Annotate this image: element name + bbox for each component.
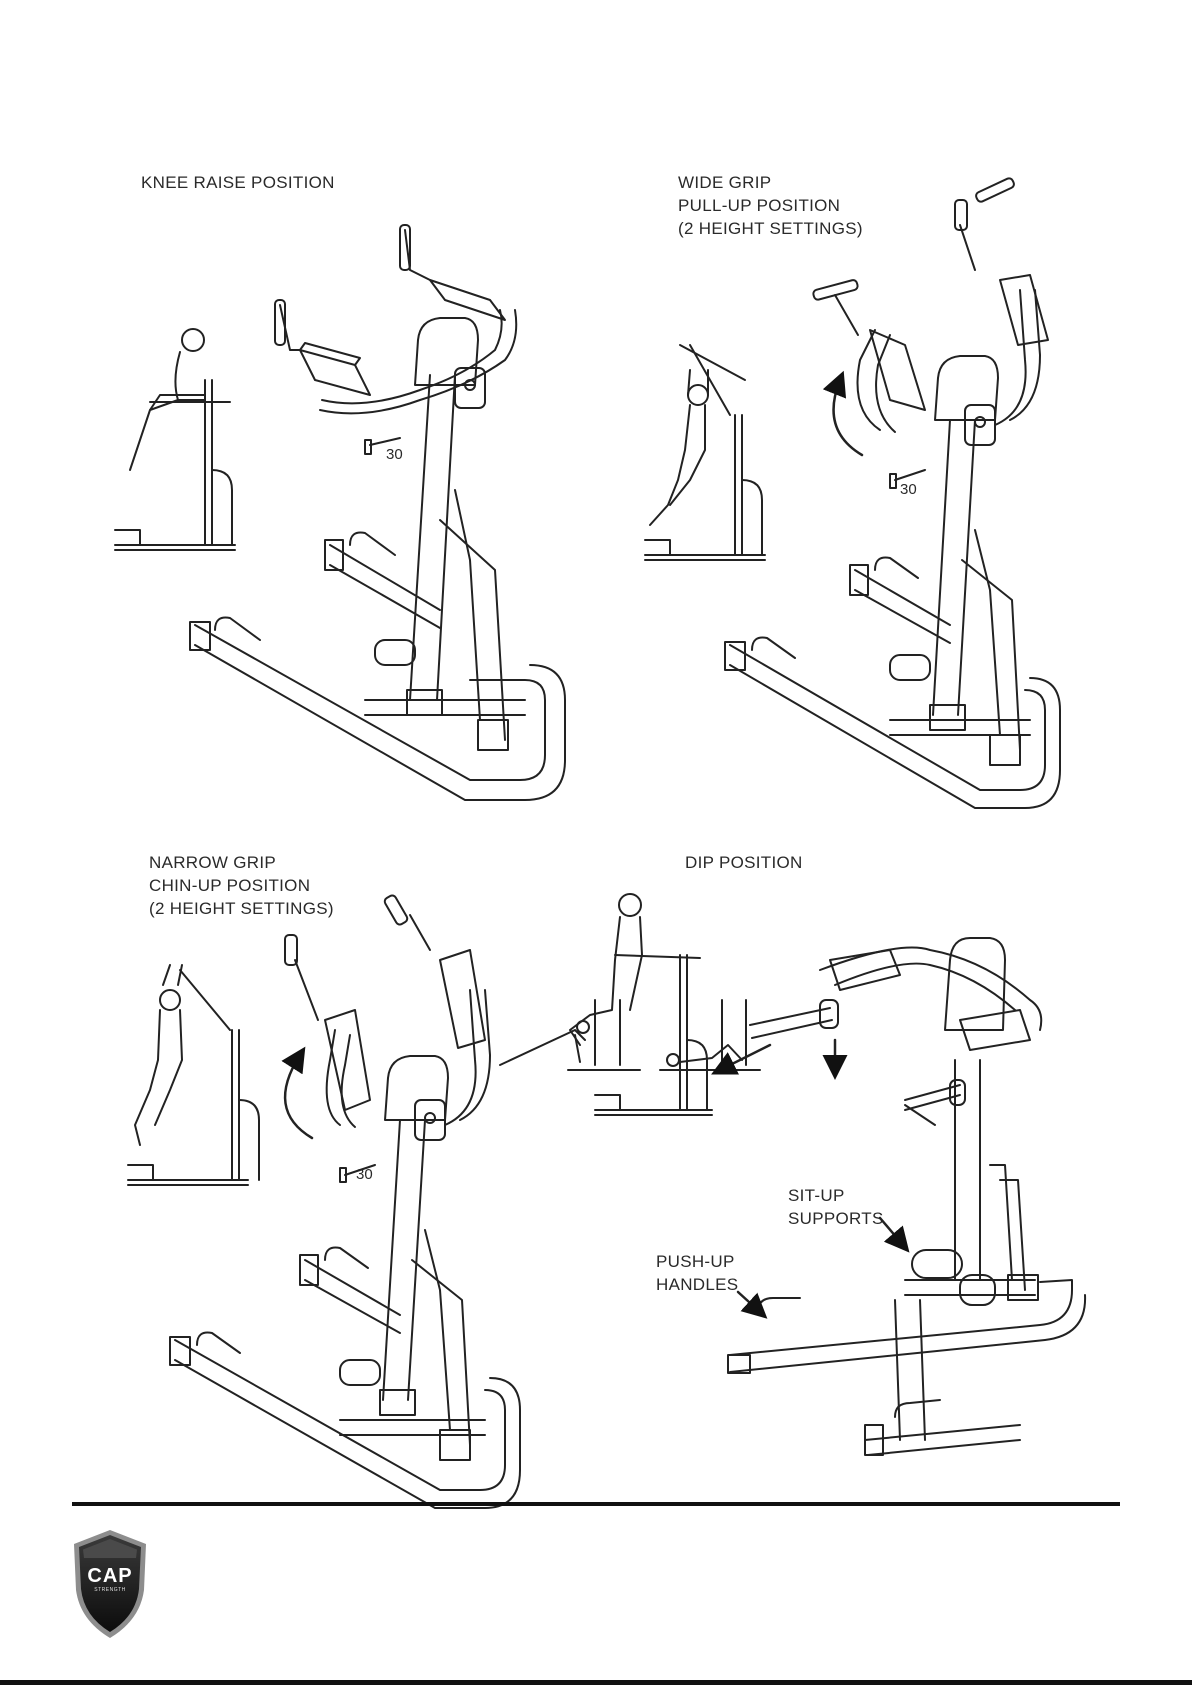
dip-machine (720, 938, 1085, 1455)
knee-raise-inset (115, 329, 235, 550)
page-bottom-strip (0, 1680, 1192, 1685)
knee-raise-machine (190, 225, 565, 800)
narrow-grip-machine (170, 894, 520, 1508)
dip-insets (500, 894, 760, 1115)
narrow-grip-inset (128, 965, 259, 1185)
wide-grip-inset (645, 345, 765, 560)
footer-rule (72, 1502, 1120, 1506)
logo-brand-text: CAP (87, 1565, 132, 1587)
cap-strength-logo: CAP STRENGTH (70, 1528, 150, 1640)
logo-sub-text: STRENGTH (94, 1587, 126, 1593)
wide-grip-machine (725, 177, 1060, 808)
